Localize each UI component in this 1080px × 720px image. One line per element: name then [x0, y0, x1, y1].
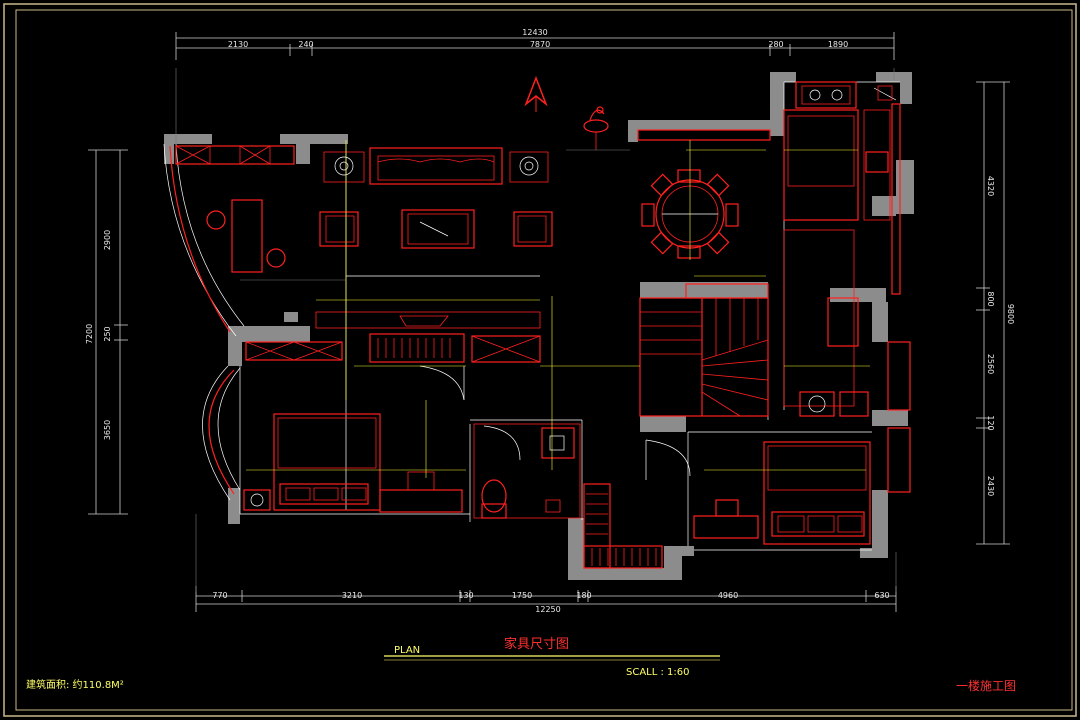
- dim-left-3: 3650: [103, 420, 112, 440]
- plan-label: PLAN: [394, 645, 420, 656]
- washer: [799, 391, 835, 417]
- round-stool-1: [206, 210, 226, 230]
- side-table-right: [509, 151, 549, 183]
- dim-right-2: 800: [986, 291, 995, 306]
- dim-top-4: 280: [768, 40, 783, 49]
- outer-frame: [3, 3, 1077, 717]
- dim-bottom-4: 1750: [512, 591, 532, 600]
- right-dimensions: 4320 800 2560 120 2430 9800: [976, 81, 1015, 545]
- bedroom-left: [243, 333, 465, 513]
- dresser: [379, 489, 463, 513]
- desk-chair: [715, 499, 739, 517]
- dim-top-2: 240: [298, 40, 313, 49]
- annotations: [175, 68, 897, 592]
- dim-right-4: 120: [986, 415, 995, 430]
- walls: [164, 72, 914, 580]
- kitchen: [783, 81, 897, 221]
- double-bed-left: [273, 413, 381, 511]
- sofa: [369, 147, 503, 185]
- bathroom-sink: [541, 427, 575, 459]
- dim-bottom-5: 180: [576, 591, 591, 600]
- wardrobe-utility: [827, 297, 859, 347]
- toilet: [481, 479, 507, 513]
- dim-top-1: 2130: [228, 40, 248, 49]
- armchair-right: [513, 211, 553, 247]
- dim-top-3: 7870: [530, 40, 550, 49]
- bed-end-bench: [279, 483, 369, 505]
- left-dimensions: 2900 250 3650 7200: [85, 149, 128, 515]
- nightstand: [243, 489, 271, 511]
- bed-end-bench-right: [771, 511, 865, 537]
- kitchen-counter: [783, 109, 859, 221]
- drawing-title: 家具尺寸图: [504, 636, 569, 652]
- stamp-label: 一楼施工图: [956, 678, 1016, 693]
- bathroom: [473, 423, 581, 519]
- dim-right-5: 2430: [986, 476, 995, 496]
- stove: [795, 81, 857, 109]
- staircase: [639, 297, 769, 417]
- armchair-left: [319, 211, 359, 247]
- desk: [693, 515, 759, 539]
- dim-bottom-6: 4960: [718, 591, 738, 600]
- closet: [583, 483, 663, 569]
- bottom-dimensions: 770 3210 130 1750 180 4960 630 12250: [195, 586, 897, 614]
- dim-left-2: 250: [103, 326, 112, 341]
- fridge: [865, 151, 889, 173]
- dim-bottom-2: 3210: [342, 591, 362, 600]
- side-table-left: [323, 151, 365, 183]
- dim-right-1: 4320: [986, 176, 995, 196]
- dim-left-total: 7200: [85, 324, 94, 344]
- tv-cabinet: [315, 311, 541, 329]
- fountain-symbol-icon: [583, 106, 609, 150]
- dim-top-total: 12430: [522, 28, 547, 37]
- floor-drain: [545, 499, 561, 513]
- dim-top-5: 1890: [828, 40, 848, 49]
- inner-frame: [15, 9, 1073, 711]
- wardrobe-left: [369, 333, 465, 363]
- dim-bottom-total: 12250: [535, 605, 560, 614]
- basin: [839, 391, 869, 417]
- coffee-table: [401, 209, 475, 249]
- dim-bottom-7: 630: [874, 591, 889, 600]
- utility-room: [783, 229, 869, 417]
- bedroom-right: [645, 439, 871, 545]
- title-block: PLAN 家具尺寸图 SCALL : 1:60 建筑面积: 约110.8M² 一…: [26, 636, 1016, 693]
- dim-right-total: 9800: [1006, 304, 1015, 324]
- dim-bottom-1: 770: [212, 591, 227, 600]
- dim-right-3: 2560: [986, 354, 995, 374]
- north-arrow-icon: [524, 75, 548, 112]
- leisure-sofa: [231, 199, 263, 273]
- round-stool-2: [266, 248, 286, 268]
- top-dimensions: 12430 2130 240 7870 280 1890: [175, 28, 895, 60]
- dim-left-1: 2900: [103, 230, 112, 250]
- windows: [169, 103, 911, 495]
- dim-bottom-3: 130: [458, 591, 473, 600]
- living-room: [206, 147, 553, 329]
- double-bed-right: [763, 441, 871, 545]
- scale-label: SCALL : 1:60: [626, 667, 690, 678]
- area-label: 建筑面积: 约110.8M²: [26, 678, 124, 691]
